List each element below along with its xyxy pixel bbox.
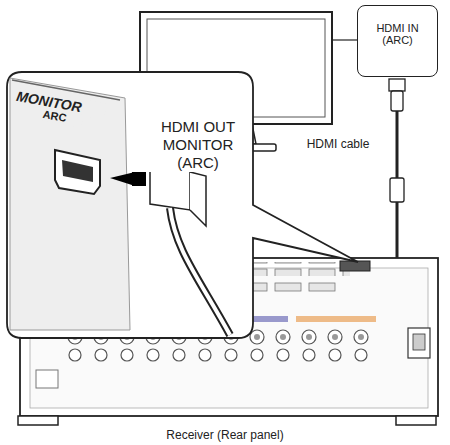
zoom-callout <box>7 72 358 338</box>
box-label: HDMI IN (ARC) <box>370 22 426 46</box>
port-label: HDMI OUT MONITOR (ARC) <box>148 118 248 172</box>
hdmi-cable <box>370 79 405 265</box>
caption: Receiver (Rear panel) <box>75 428 375 442</box>
callout-box: HDMI IN (ARC) <box>357 5 438 77</box>
cable-label: HDMI cable <box>292 137 384 151</box>
